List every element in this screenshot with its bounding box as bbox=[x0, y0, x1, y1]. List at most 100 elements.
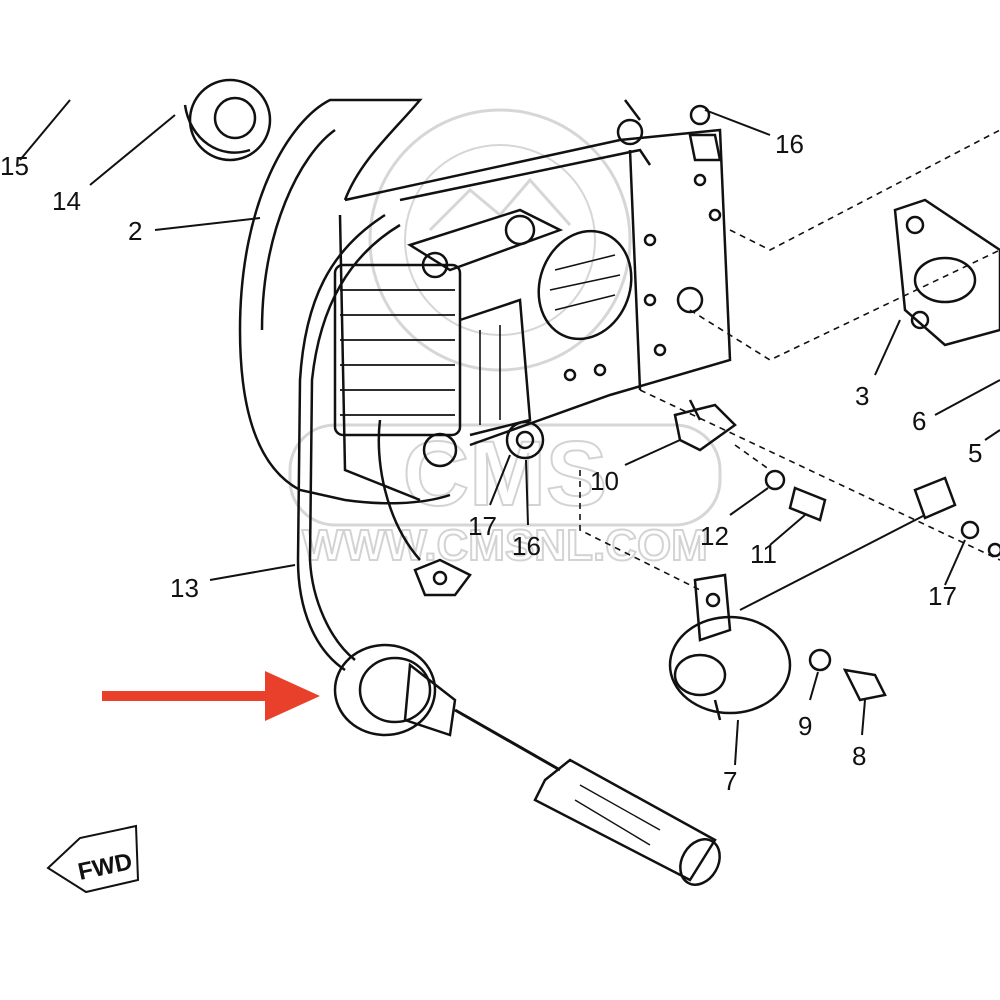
label-17-left: 17 bbox=[468, 511, 497, 541]
leader-10 bbox=[624, 439, 681, 466]
pickup-bracket-hole bbox=[705, 592, 721, 608]
washer-9 bbox=[808, 648, 832, 672]
plate-boss bbox=[676, 286, 704, 314]
lead-wire-13-inner bbox=[308, 223, 401, 661]
label-15: 15 bbox=[0, 151, 29, 181]
leader-17-left bbox=[489, 454, 511, 506]
label-6: 6 bbox=[912, 406, 926, 436]
stator-plate-outline bbox=[344, 128, 732, 447]
label-10: 10 bbox=[590, 466, 619, 496]
dashed-line-middle bbox=[689, 249, 1000, 361]
pickup-coil-body bbox=[668, 615, 792, 715]
watermark-emblem-wing bbox=[428, 177, 572, 232]
leader-2 bbox=[154, 217, 261, 231]
washer-17-right-pair bbox=[987, 542, 1000, 558]
leader-9 bbox=[809, 671, 819, 701]
stator-coil bbox=[333, 263, 462, 437]
dashed-line-pickup bbox=[579, 470, 701, 591]
plate-hole-e bbox=[653, 343, 667, 357]
plate-hole-d bbox=[643, 293, 657, 307]
screw-11 bbox=[788, 486, 827, 522]
watermark: CMS WWW.CMSNL.COM bbox=[288, 108, 722, 571]
label-11: 11 bbox=[750, 539, 777, 569]
stator-plate-top-rim bbox=[399, 148, 652, 202]
stator-plate-fold bbox=[628, 149, 642, 391]
pickup-lead-wire bbox=[739, 514, 926, 611]
highlight-arrow-head bbox=[265, 671, 320, 721]
stator-coil-windings bbox=[340, 289, 455, 416]
terminal-block bbox=[688, 133, 722, 162]
grommet-body bbox=[333, 643, 437, 737]
part-10-tab bbox=[688, 399, 702, 421]
bracket-hub bbox=[913, 256, 977, 304]
lead-wire-13-outer bbox=[296, 213, 386, 672]
rotor-cap-14 bbox=[188, 78, 272, 162]
watermark-url: WWW.CMSNL.COM bbox=[302, 521, 708, 570]
housing-inner-curve bbox=[260, 128, 336, 331]
leader-3 bbox=[874, 319, 901, 376]
plate-hole-f bbox=[593, 363, 607, 377]
leader-lines bbox=[19, 99, 1000, 766]
highlight-arrow-shaft bbox=[102, 691, 282, 701]
leader-16-top bbox=[704, 109, 771, 136]
rotor-cap-14-rim bbox=[183, 104, 251, 154]
grommet-inner-ring bbox=[358, 656, 432, 724]
leader-15 bbox=[19, 99, 71, 161]
leader-8 bbox=[861, 699, 866, 736]
coil-screw-a bbox=[421, 251, 449, 279]
part-labels: 15 14 2 16 3 6 5 10 12 11 17 16 13 17 9 … bbox=[0, 129, 982, 796]
part-10-clip bbox=[673, 403, 737, 452]
fwd-indicator: FWD bbox=[46, 824, 140, 894]
bracket-plate bbox=[893, 198, 1000, 347]
label-16-mid: 16 bbox=[512, 531, 541, 561]
pickup-coil-bracket bbox=[693, 573, 732, 642]
leader-7 bbox=[734, 719, 739, 766]
ground-lead bbox=[377, 419, 421, 561]
housing-outer-curve bbox=[238, 98, 423, 331]
washer-12 bbox=[764, 469, 786, 491]
grommet-boot bbox=[403, 662, 457, 737]
rotor-cap-14-center bbox=[213, 96, 257, 140]
lead-wires bbox=[296, 213, 472, 672]
label-13: 13 bbox=[170, 573, 199, 603]
dashed-line-lower bbox=[639, 389, 1000, 561]
bracket-hole-a bbox=[905, 215, 925, 235]
ground-terminal-hole bbox=[432, 570, 448, 586]
leader-11 bbox=[769, 514, 806, 546]
bracket-assembly bbox=[893, 198, 1000, 347]
stator-window bbox=[537, 229, 633, 341]
plug-connector-texture bbox=[574, 784, 661, 846]
leader-12 bbox=[729, 487, 769, 516]
label-9: 9 bbox=[798, 711, 812, 741]
plate-hole-b bbox=[708, 208, 722, 222]
bracket-hole-b bbox=[910, 310, 930, 330]
plug-connector-end bbox=[679, 838, 721, 886]
label-17-right: 17 bbox=[928, 581, 957, 611]
plug-cable bbox=[454, 708, 561, 772]
label-12: 12 bbox=[700, 521, 729, 551]
top-screw bbox=[616, 118, 644, 146]
plate-hole-c bbox=[643, 233, 657, 247]
label-5: 5 bbox=[968, 438, 982, 468]
mount-screw-16 bbox=[505, 420, 545, 460]
pickup-coil-assembly bbox=[668, 399, 1000, 721]
coil-core-lines bbox=[479, 325, 501, 425]
stator-window-hatching bbox=[549, 254, 621, 311]
label-16-top: 16 bbox=[775, 129, 804, 159]
coil-core bbox=[459, 298, 532, 437]
pickup-coil-face bbox=[673, 653, 727, 697]
screw-16-top bbox=[689, 104, 711, 126]
ground-terminal-lug bbox=[413, 558, 472, 597]
mount-screw-17 bbox=[422, 432, 458, 468]
plate-hole-g bbox=[563, 368, 577, 382]
pickup-lead-stub bbox=[713, 699, 722, 721]
leader-13 bbox=[209, 564, 296, 581]
plate-hole-a bbox=[693, 173, 707, 187]
leader-5 bbox=[984, 429, 1000, 441]
plug-connector bbox=[533, 758, 717, 882]
label-2: 2 bbox=[128, 216, 142, 246]
fwd-arrow-shape bbox=[46, 824, 140, 894]
leader-16-mid bbox=[525, 459, 529, 526]
